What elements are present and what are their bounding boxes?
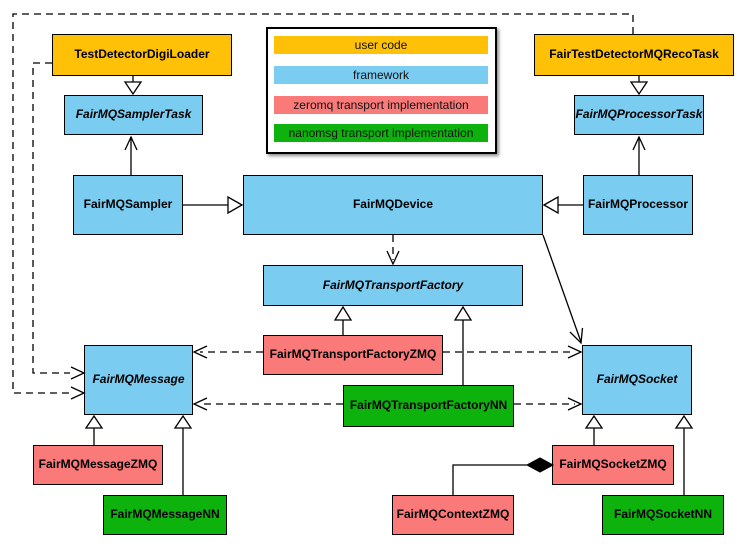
dependency-arrow-factoryzmq-to-message (192, 345, 263, 359)
node-fairmqtransportfactory: FairMQTransportFactory (263, 265, 523, 306)
inheritance-arrow-socketzmq-to-socket (584, 414, 604, 445)
dependency-arrow-factorynn-to-socket (514, 397, 583, 411)
legend-label: nanomsg transport implementation (288, 126, 474, 140)
node-label: FairMQMessageNN (110, 507, 220, 522)
node-fairmqsamplertask: FairMQSamplerTask (64, 95, 203, 135)
node-label: FairMQTransportFactoryNN (349, 398, 508, 413)
legend: user code framework zeromq transport imp… (266, 27, 497, 154)
node-label: FairMQMessage (92, 372, 185, 387)
legend-item-user-code: user code (274, 36, 488, 54)
node-label: FairMQProcessorTask (575, 107, 703, 122)
inheritance-arrow-recotask-to-processortask (629, 76, 649, 96)
node-label: FairMQSamplerTask (75, 107, 192, 122)
node-fairmqsocketzmq: FairMQSocketZMQ (552, 445, 674, 485)
node-label: FairMQTransportFactoryZMQ (269, 347, 437, 362)
inheritance-arrow-messagenn-to-message (173, 414, 193, 495)
node-fairmqmessage: FairMQMessage (84, 345, 193, 415)
dependency-arrow-factoryzmq-to-socket (443, 345, 583, 359)
node-fairmqtransportfactoryzmq: FairMQTransportFactoryZMQ (263, 335, 443, 375)
node-label: FairMQSampler (83, 197, 173, 212)
node-fairmqsocket: FairMQSocket (582, 345, 692, 415)
node-fairtestdetectormqrecotask: FairTestDetectorMQRecoTask (534, 34, 734, 76)
composition-diamond-contextzmq-to-socketzmq (452, 457, 555, 495)
legend-item-framework: framework (274, 66, 488, 84)
node-label: FairTestDetectorMQRecoTask (549, 47, 719, 62)
node-label: FairMQSocket (596, 372, 678, 387)
association-arrow-processor-to-processortask (632, 135, 646, 175)
inheritance-arrow-digiloader-to-samplertask (123, 76, 143, 96)
inheritance-arrow-processor-to-device (542, 195, 583, 215)
node-fairmqsampler: FairMQSampler (73, 175, 183, 235)
node-label: FairMQProcessor (587, 197, 689, 212)
inheritance-arrow-messagezmq-to-message (84, 414, 104, 445)
node-fairmqsocketnn: FairMQSocketNN (602, 495, 724, 535)
node-label: TestDetectorDigiLoader (74, 47, 210, 62)
node-label: FairMQDevice (352, 197, 434, 212)
dependency-arrow-factorynn-to-message (192, 397, 343, 411)
dependency-arrow-device-to-transportfactory (386, 235, 400, 266)
inheritance-arrow-sampler-to-device (183, 195, 244, 215)
node-label: FairMQMessageZMQ (38, 457, 158, 472)
node-label: FairMQContextZMQ (396, 507, 510, 522)
node-label: FairMQSocketZMQ (559, 457, 667, 472)
inheritance-arrow-socketnn-to-socket (674, 414, 694, 495)
node-fairmqcontextzmq: FairMQContextZMQ (392, 495, 514, 535)
node-fairmqtransportfactorynn: FairMQTransportFactoryNN (343, 385, 514, 427)
legend-label: zeromq transport implementation (293, 98, 469, 112)
node-fairmqprocessortask: FairMQProcessorTask (574, 95, 704, 135)
inheritance-arrow-factoryzmq-to-transportfactory (333, 305, 353, 335)
legend-label: framework (352, 68, 409, 82)
node-fairmqprocessor: FairMQProcessor (583, 175, 693, 235)
legend-item-zeromq: zeromq transport implementation (274, 96, 488, 114)
node-label: FairMQSocketNN (613, 507, 713, 522)
node-label: FairMQTransportFactory (322, 277, 464, 292)
node-fairmqdevice: FairMQDevice (243, 175, 543, 235)
node-testdetectordigiloader: TestDetectorDigiLoader (52, 34, 232, 76)
legend-label: user code (354, 38, 408, 52)
inheritance-arrow-factorynn-to-transportfactory (453, 305, 473, 385)
legend-item-nanomsg: nanomsg transport implementation (274, 124, 488, 142)
association-arrow-device-to-socket (542, 234, 584, 345)
node-fairmqmessagenn: FairMQMessageNN (103, 495, 227, 535)
association-arrow-sampler-to-samplertask (124, 135, 138, 175)
node-fairmqmessagezmq: FairMQMessageZMQ (33, 445, 163, 485)
